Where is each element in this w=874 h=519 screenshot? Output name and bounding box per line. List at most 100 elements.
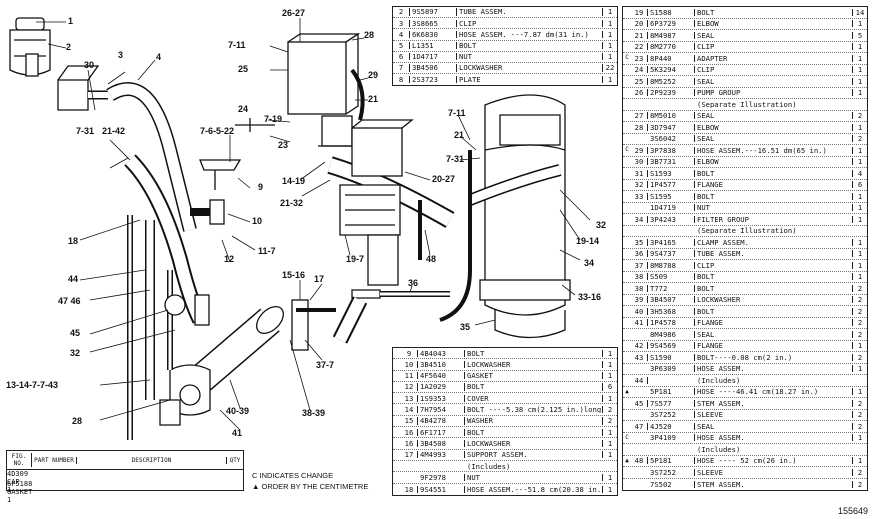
cell-no: 21 <box>631 31 648 39</box>
cell-part: 5P181 <box>648 388 695 395</box>
cell-desc: BOLT <box>467 383 485 391</box>
cell-no: 15 <box>401 417 418 425</box>
cell-part: 8M2770 <box>648 43 695 50</box>
cell-qty: 2 <box>852 399 867 407</box>
cell-no: 26 <box>631 89 648 96</box>
cell-desc: FLANGE <box>697 319 723 327</box>
cell-desc: BOLT <box>697 192 715 200</box>
callout-14-19: 14-19 <box>282 176 306 186</box>
cell-qty: 1 <box>852 146 867 154</box>
callout-34: 34 <box>584 258 595 268</box>
header-fig-no: FIG. NO. <box>7 453 32 467</box>
hose-29 <box>350 68 365 121</box>
cell-part: 9S5897 <box>410 8 457 16</box>
filter-group <box>479 94 571 339</box>
cell-part: 3P6309 <box>648 365 695 372</box>
cell-no: 16 <box>401 428 418 436</box>
cell-desc: TUBE ASSEM. <box>459 8 507 16</box>
cell-desc: NUT <box>459 53 472 61</box>
cell-no: 30 <box>631 158 648 165</box>
cell-no: 44 <box>631 376 648 384</box>
callout-1: 1 <box>68 16 74 26</box>
cell-desc: HOSE ASSEM.---51.8 cm(20.38 in.) <box>467 485 602 493</box>
cell-qty: 1 <box>852 89 867 96</box>
cell-qty: 2 <box>852 468 867 476</box>
cell-qty: 1 <box>602 395 617 402</box>
cell-part: 9S4569 <box>648 342 695 349</box>
cell-qty: 1 <box>852 457 867 464</box>
callout-24: 24 <box>238 104 249 114</box>
cell-part: 2S3723 <box>410 76 457 83</box>
cell-part: 3P4165 <box>648 238 695 246</box>
cell-part: 3B4508 <box>418 440 465 447</box>
tube-35 <box>439 150 472 322</box>
cell-desc: PLATE <box>459 76 481 84</box>
table-row: (Separate Illustration) <box>623 99 867 111</box>
cell-part: 2P9239 <box>648 89 695 96</box>
cell-no: 14 <box>401 406 418 413</box>
cell-part: 7S502 <box>648 480 695 488</box>
cell-qty: 1 <box>852 434 867 441</box>
callout-47-46: 47 46 <box>58 296 81 306</box>
cell-desc: FILTER GROUP <box>697 215 749 223</box>
cell-part: 8M8788 <box>648 261 695 269</box>
cell-desc: SLEEVE <box>697 468 723 476</box>
cell-part: 7S577 <box>648 399 695 407</box>
cell-desc: SEAL <box>697 77 715 85</box>
cell-desc: GASKET <box>467 372 493 380</box>
cell-desc: BOLT <box>697 273 715 281</box>
cap-canister <box>9 17 51 77</box>
support-17 <box>291 299 336 351</box>
cell-qty: 2 <box>602 406 617 413</box>
table-row: 44(Includes) <box>623 375 867 387</box>
cell-no: 28 <box>631 123 648 131</box>
cell-part: 1D4719 <box>648 204 695 211</box>
cell-qty: 1 <box>852 204 867 211</box>
cell-desc: BOLT <box>697 284 715 292</box>
callout-11-7: 11-7 <box>258 246 276 256</box>
cell-desc: HOSE ---- 52 cm(26 in.) <box>697 457 797 465</box>
cell-mark: C <box>625 146 629 154</box>
cell-no: 18 <box>401 485 418 493</box>
cell-part: 3D7947 <box>648 123 695 131</box>
cell-no: 38 <box>631 273 648 280</box>
tube-36 <box>332 289 450 344</box>
cell-mark: C <box>625 433 629 441</box>
cell-no: 19 <box>631 8 648 16</box>
cell-part: 5P181 <box>648 457 695 464</box>
cell-no: 33 <box>631 192 648 200</box>
cell-desc: BOLT <box>697 307 715 315</box>
cell-part: 9S4551 <box>418 485 465 493</box>
cell-part: 1P4578 <box>648 319 695 326</box>
cell-qty: 1 <box>602 19 617 27</box>
cell-qty: 2 <box>852 353 867 361</box>
cell-desc: NUT <box>467 473 480 482</box>
callout-4: 4 <box>156 52 162 62</box>
cell-part: S1595 <box>648 192 695 200</box>
callout-41: 41 <box>232 428 243 438</box>
turbo-elbow <box>159 364 211 426</box>
cell-qty: 14 <box>852 8 867 16</box>
cell-qty: 2 <box>852 296 867 303</box>
callout-7-19: 7-19 <box>264 114 283 124</box>
cell-no: 5 <box>393 42 410 49</box>
cell-part: 6F5188 <box>7 480 33 488</box>
cell-qty: 1 <box>602 474 617 481</box>
cell-mark: ▲ <box>625 456 629 464</box>
cell-part: 3B4510 <box>418 361 465 368</box>
